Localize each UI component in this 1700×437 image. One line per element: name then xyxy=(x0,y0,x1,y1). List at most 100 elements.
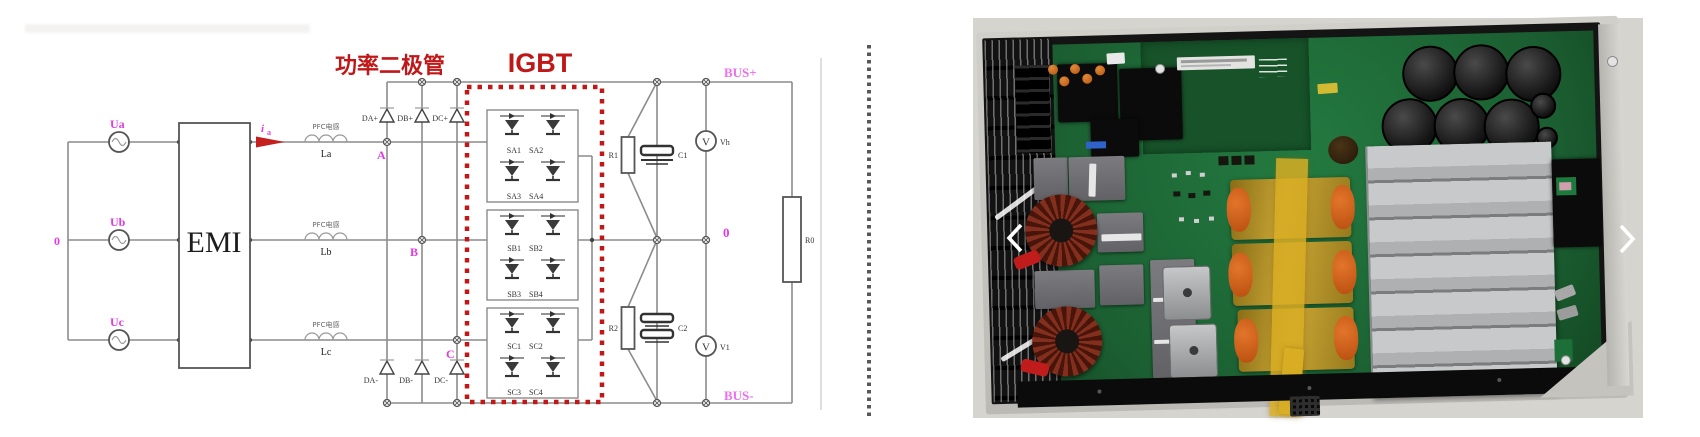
inductor-label-la: La xyxy=(321,149,332,160)
ac-source-uc: Uc xyxy=(108,315,130,351)
white-marking xyxy=(1101,233,1142,242)
r0-label: R0 xyxy=(805,236,814,245)
carousel-next-icon[interactable] xyxy=(1600,203,1636,254)
igbt-label-sc3: SC3 xyxy=(507,388,521,397)
igbt-label-sc2: SC2 xyxy=(529,342,543,351)
vienna-rectifier-schematic: Ua Ub Uc 0 EMI i a PFC电感 La xyxy=(54,48,822,410)
carousel-prev-icon[interactable] xyxy=(990,202,1023,253)
chassis xyxy=(968,9,1648,426)
smd-pad xyxy=(1171,173,1177,178)
igbt-cell-c: SC1 SC2 SC3 SC4 xyxy=(486,307,579,399)
ac-source-ub: Ub xyxy=(108,215,130,251)
section-divider xyxy=(867,45,871,417)
diode-label-dc-plus: DC+ xyxy=(432,114,448,123)
faded-caption-remnant xyxy=(25,24,310,33)
edge-module xyxy=(1551,158,1602,248)
transformer-end-cap xyxy=(1233,318,1259,363)
emi-filter-block: EMI xyxy=(178,122,251,369)
silkscreen-text-block xyxy=(1258,58,1288,78)
transformer-end-cap xyxy=(1333,315,1359,361)
heatsink xyxy=(1365,141,1558,399)
diode-label-da-plus: DA+ xyxy=(362,114,379,123)
igbt-label-sa2: SA2 xyxy=(529,146,543,155)
smd-component xyxy=(1173,191,1181,197)
relay-module xyxy=(1056,62,1119,123)
junction-nodes xyxy=(382,77,711,408)
barcode-label xyxy=(1176,55,1256,71)
igbt-label-sc4: SC4 xyxy=(529,388,543,397)
yellow-sticker xyxy=(1317,82,1338,95)
pin-header-block xyxy=(1014,64,1052,154)
pfc-inductor-la: PFC电感 La xyxy=(304,122,348,160)
c2-label: C2 xyxy=(678,324,687,333)
voltmeter-symbol: V xyxy=(702,137,710,149)
bus-capacitor-c2: C2 xyxy=(639,312,687,343)
source-label-uc: Uc xyxy=(110,315,125,329)
smd-pad xyxy=(1178,217,1185,222)
bus-minus-label: BUS- xyxy=(724,388,754,403)
balance-resistor-r2: R2 xyxy=(609,306,636,350)
power-diode-annotation: 功率二极管 xyxy=(335,53,445,79)
connector-pad xyxy=(1559,182,1572,191)
film-capacitor xyxy=(1034,269,1096,310)
inductor-label-lb: Lb xyxy=(320,247,331,258)
top-diodes: DA+ DB+ DC+ xyxy=(362,107,466,123)
phase-node-b: B xyxy=(410,245,418,259)
smd-pad xyxy=(1185,171,1191,176)
voltmeter-symbol: V xyxy=(702,342,710,354)
smd-component xyxy=(1244,155,1255,165)
r2-label: R2 xyxy=(609,324,618,333)
bus-capacitor-c1: C1 xyxy=(639,144,687,165)
phase-node-a: A xyxy=(377,148,386,162)
igbt-cell-a: SA1 SA2 SA3 SA4 xyxy=(486,109,579,203)
screw-head xyxy=(1307,385,1312,391)
v1-label: V1 xyxy=(720,343,730,352)
balance-resistor-r1: R1 xyxy=(609,136,636,174)
neutral-label: 0 xyxy=(54,234,60,248)
toroid-core-hole xyxy=(1048,217,1074,243)
current-label: i xyxy=(261,123,265,135)
pfc-inductor-lb: PFC电感 Lb xyxy=(304,220,348,258)
igbt-label-sb1: SB1 xyxy=(507,244,521,253)
phase-node-c: C xyxy=(446,347,455,361)
mid-node-label: 0 xyxy=(723,225,730,240)
igbt-label-sb2: SB2 xyxy=(529,244,543,253)
metal-clamp xyxy=(1162,265,1212,321)
bottom-diodes: DA- DB- DC- xyxy=(364,359,466,385)
voltmeter-v1: V V1 xyxy=(695,335,730,357)
ribbon-connector xyxy=(1289,395,1321,417)
diode-label-dc-minus: DC- xyxy=(434,376,448,385)
igbt-annotation: IGBT xyxy=(508,48,573,78)
smd-component xyxy=(1231,155,1242,165)
smd-component xyxy=(1203,190,1211,196)
smd-pad xyxy=(1208,216,1215,221)
relay-module xyxy=(1090,118,1140,158)
transformer-end-cap xyxy=(1331,249,1357,295)
emi-label: EMI xyxy=(187,226,242,259)
igbt-label-sb3: SB3 xyxy=(507,290,521,299)
igbt-label-sa4: SA4 xyxy=(529,192,543,201)
inductor-label-lc: Lc xyxy=(321,347,332,358)
igbt-highlight-box xyxy=(464,84,605,405)
source-label-ub: Ub xyxy=(110,215,126,229)
transformer-end-cap xyxy=(1227,252,1254,298)
barcode-stripe xyxy=(1180,58,1247,64)
ac-source-ua: Ua xyxy=(108,117,130,153)
source-label-ua: Ua xyxy=(110,117,125,131)
clamp-hole xyxy=(1183,287,1193,298)
power-module-photo xyxy=(973,15,1643,418)
film-capacitor xyxy=(1096,212,1144,253)
current-subscript: a xyxy=(267,128,271,137)
igbt-label-sc1: SC1 xyxy=(507,342,521,351)
pfc-caption: PFC电感 xyxy=(312,220,339,229)
screw-head xyxy=(1097,389,1102,394)
pfc-inductor-lc: PFC电感 Lc xyxy=(304,320,348,358)
smd-pad xyxy=(1193,218,1200,223)
transformer-end-cap xyxy=(1330,184,1356,230)
igbt-label-sa3: SA3 xyxy=(507,192,521,201)
load-resistor-r0: R0 xyxy=(782,196,814,283)
bus-plus-label: BUS+ xyxy=(724,65,757,80)
igbt-label-sb4: SB4 xyxy=(529,290,543,299)
c1-label: C1 xyxy=(678,151,687,160)
